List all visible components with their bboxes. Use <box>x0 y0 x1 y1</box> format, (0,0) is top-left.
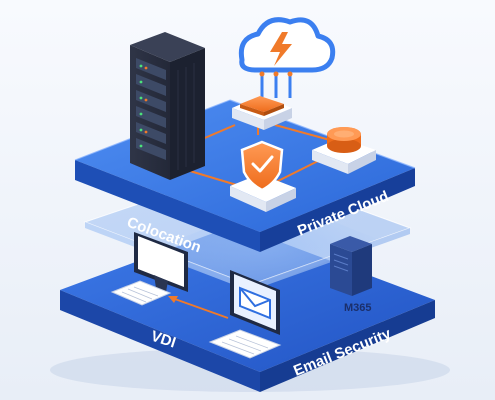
cloud-lightning-icon <box>238 17 336 98</box>
database-icon <box>312 127 376 174</box>
label-vdi: VDI <box>149 328 178 352</box>
network-node-icon <box>232 96 292 130</box>
arrow-email-to-vdi <box>168 296 229 319</box>
tower-server-icon <box>330 236 372 296</box>
bottom-platform-left-side <box>60 290 260 392</box>
email-keyboard-icon <box>208 329 282 359</box>
rack-drive-bays <box>136 58 166 160</box>
top-platform-right-side <box>260 168 415 252</box>
label-m365: M365 <box>344 302 372 314</box>
server-rack-icon <box>130 32 205 180</box>
monitor-icon <box>110 232 188 306</box>
top-platform-left-side <box>75 160 260 252</box>
connector-node-db <box>274 124 331 141</box>
envelope-icon <box>208 270 282 359</box>
bottom-platform-right-side <box>260 300 435 392</box>
connector-shield-db <box>269 159 321 186</box>
shield-check-icon <box>230 140 296 212</box>
connector-node-rack <box>199 124 236 141</box>
keyboard-icon <box>110 280 172 306</box>
